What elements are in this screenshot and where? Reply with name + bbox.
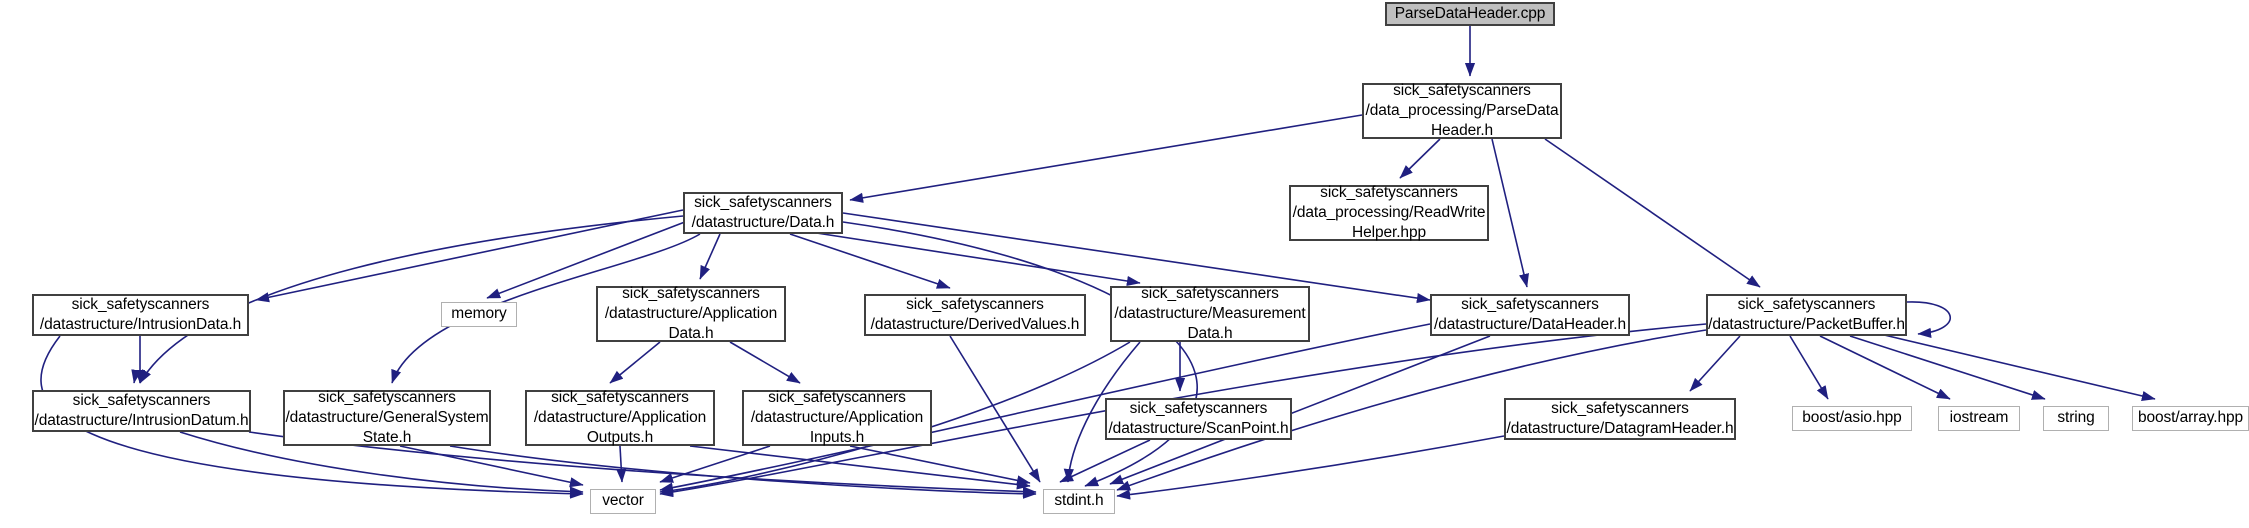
edge-packetbuffer-boostarray bbox=[1879, 333, 2156, 401]
node-label: sick_safetyscanners /datastructure/Gener… bbox=[285, 388, 489, 447]
node-parsedataheader-h[interactable]: sick_safetyscanners /data_processing/Par… bbox=[1362, 81, 1562, 140]
node-vector[interactable]: vector bbox=[590, 489, 656, 514]
edge-parsedataheader-packetbuffer bbox=[1544, 138, 1761, 288]
node-datagramheader-h[interactable]: sick_safetyscanners /datastructure/Datag… bbox=[1504, 398, 1736, 440]
node-applicationoutputs-h[interactable]: sick_safetyscanners /datastructure/Appli… bbox=[525, 388, 715, 447]
edge-parsedataheader-data bbox=[849, 114, 1363, 203]
node-measurementdata-h[interactable]: sick_safetyscanners /datastructure/Measu… bbox=[1110, 284, 1310, 343]
node-memory[interactable]: memory bbox=[441, 302, 517, 327]
edge-generalsystem-stdint bbox=[449, 445, 1037, 499]
node-packetbuffer-h[interactable]: sick_safetyscanners /datastructure/Packe… bbox=[1706, 294, 1907, 336]
node-applicationinputs-h[interactable]: sick_safetyscanners /datastructure/Appli… bbox=[742, 388, 932, 447]
edge-data-measurementdata bbox=[809, 231, 1141, 287]
edge-applicationout-vector bbox=[616, 445, 627, 483]
node-iostream[interactable]: iostream bbox=[1938, 406, 2020, 431]
node-parsedataheader-cpp[interactable]: ParseDataHeader.cpp bbox=[1385, 2, 1555, 26]
node-readwritehelper-hpp[interactable]: sick_safetyscanners /data_processing/Rea… bbox=[1289, 183, 1489, 242]
edge-parsedataheader-readwritehelper bbox=[1399, 138, 1441, 179]
edge-packetbuffer-iostream bbox=[1819, 335, 1951, 400]
node-generalsystemstate-h[interactable]: sick_safetyscanners /datastructure/Gener… bbox=[283, 388, 491, 447]
node-string[interactable]: string bbox=[2043, 406, 2109, 431]
node-label: boost/array.hpp bbox=[2137, 409, 2244, 427]
node-label: iostream bbox=[1949, 409, 2009, 427]
edge-applicationout-stdint bbox=[689, 445, 1031, 490]
node-label: vector bbox=[602, 492, 644, 510]
node-label: sick_safetyscanners /datastructure/Deriv… bbox=[870, 295, 1080, 333]
node-label: sick_safetyscanners /data_processing/Par… bbox=[1365, 81, 1559, 140]
edge-generalsystem-vector bbox=[399, 445, 584, 488]
edge-packetbuffer-self bbox=[1906, 301, 1951, 338]
node-label: sick_safetyscanners /datastructure/Data.… bbox=[691, 193, 835, 231]
edge-data-derivedvalues bbox=[789, 233, 951, 289]
node-derivedvalues-h[interactable]: sick_safetyscanners /datastructure/Deriv… bbox=[864, 294, 1086, 336]
node-label: stdint.h bbox=[1054, 492, 1104, 510]
edge-applicationin-stdint bbox=[849, 445, 1031, 486]
node-label: sick_safetyscanners /datastructure/Appli… bbox=[533, 388, 707, 447]
edge-packetbuffer-boostasio bbox=[1789, 335, 1829, 400]
node-stdint-h[interactable]: stdint.h bbox=[1043, 489, 1115, 514]
node-label: sick_safetyscanners /data_processing/Rea… bbox=[1292, 183, 1486, 242]
edge-packetbuffer-string bbox=[1849, 335, 2046, 400]
edge-derivedvalues-stdint bbox=[949, 335, 1041, 483]
edge-applicationin-vector bbox=[659, 445, 771, 483]
edge-datagramheader-stdint bbox=[1116, 435, 1505, 500]
node-applicationdata-h[interactable]: sick_safetyscanners /datastructure/Appli… bbox=[596, 284, 786, 343]
node-label: boost/asio.hpp bbox=[1802, 409, 1902, 427]
edge-applicationdata-applicationout bbox=[609, 341, 661, 384]
node-label: sick_safetyscanners /datastructure/Appli… bbox=[604, 284, 778, 343]
node-scanpoint-h[interactable]: sick_safetyscanners /datastructure/ScanP… bbox=[1105, 398, 1292, 440]
node-label: sick_safetyscanners /datastructure/Intru… bbox=[39, 295, 242, 333]
edge-scanpoint-stdint bbox=[1059, 439, 1151, 483]
node-dataheader-h[interactable]: sick_safetyscanners /datastructure/DataH… bbox=[1430, 294, 1630, 336]
edge-data-intrusiondatum-head bbox=[131, 369, 142, 384]
edge-parsedataheader-dataheader bbox=[1491, 138, 1529, 288]
node-label: ParseDataHeader.cpp bbox=[1394, 4, 1546, 22]
node-label: sick_safetyscanners /datastructure/Intru… bbox=[34, 391, 249, 429]
node-label: sick_safetyscanners /datastructure/Packe… bbox=[1708, 295, 1905, 333]
node-label: sick_safetyscanners /datastructure/DataH… bbox=[1433, 295, 1627, 333]
node-label: sick_safetyscanners /datastructure/ScanP… bbox=[1108, 399, 1289, 437]
node-label: string bbox=[2057, 409, 2095, 427]
node-intrusiondata-h[interactable]: sick_safetyscanners /datastructure/Intru… bbox=[32, 294, 249, 336]
edge-packetbuffer-datagramheader bbox=[1689, 335, 1741, 392]
node-intrusiondatum-h[interactable]: sick_safetyscanners /datastructure/Intru… bbox=[32, 390, 251, 432]
edge-data-applicationdata bbox=[699, 233, 721, 280]
node-label: sick_safetyscanners /datastructure/Appli… bbox=[750, 388, 924, 447]
node-label: sick_safetyscanners /datastructure/Measu… bbox=[1114, 284, 1306, 343]
node-label: sick_safetyscanners /datastructure/Datag… bbox=[1506, 399, 1734, 437]
node-boost-asio-hpp[interactable]: boost/asio.hpp bbox=[1792, 406, 1912, 431]
node-boost-array-hpp[interactable]: boost/array.hpp bbox=[2132, 406, 2249, 431]
node-data-h[interactable]: sick_safetyscanners /datastructure/Data.… bbox=[683, 192, 843, 234]
node-label: memory bbox=[451, 305, 507, 323]
edge-applicationdata-applicationin bbox=[729, 341, 801, 384]
